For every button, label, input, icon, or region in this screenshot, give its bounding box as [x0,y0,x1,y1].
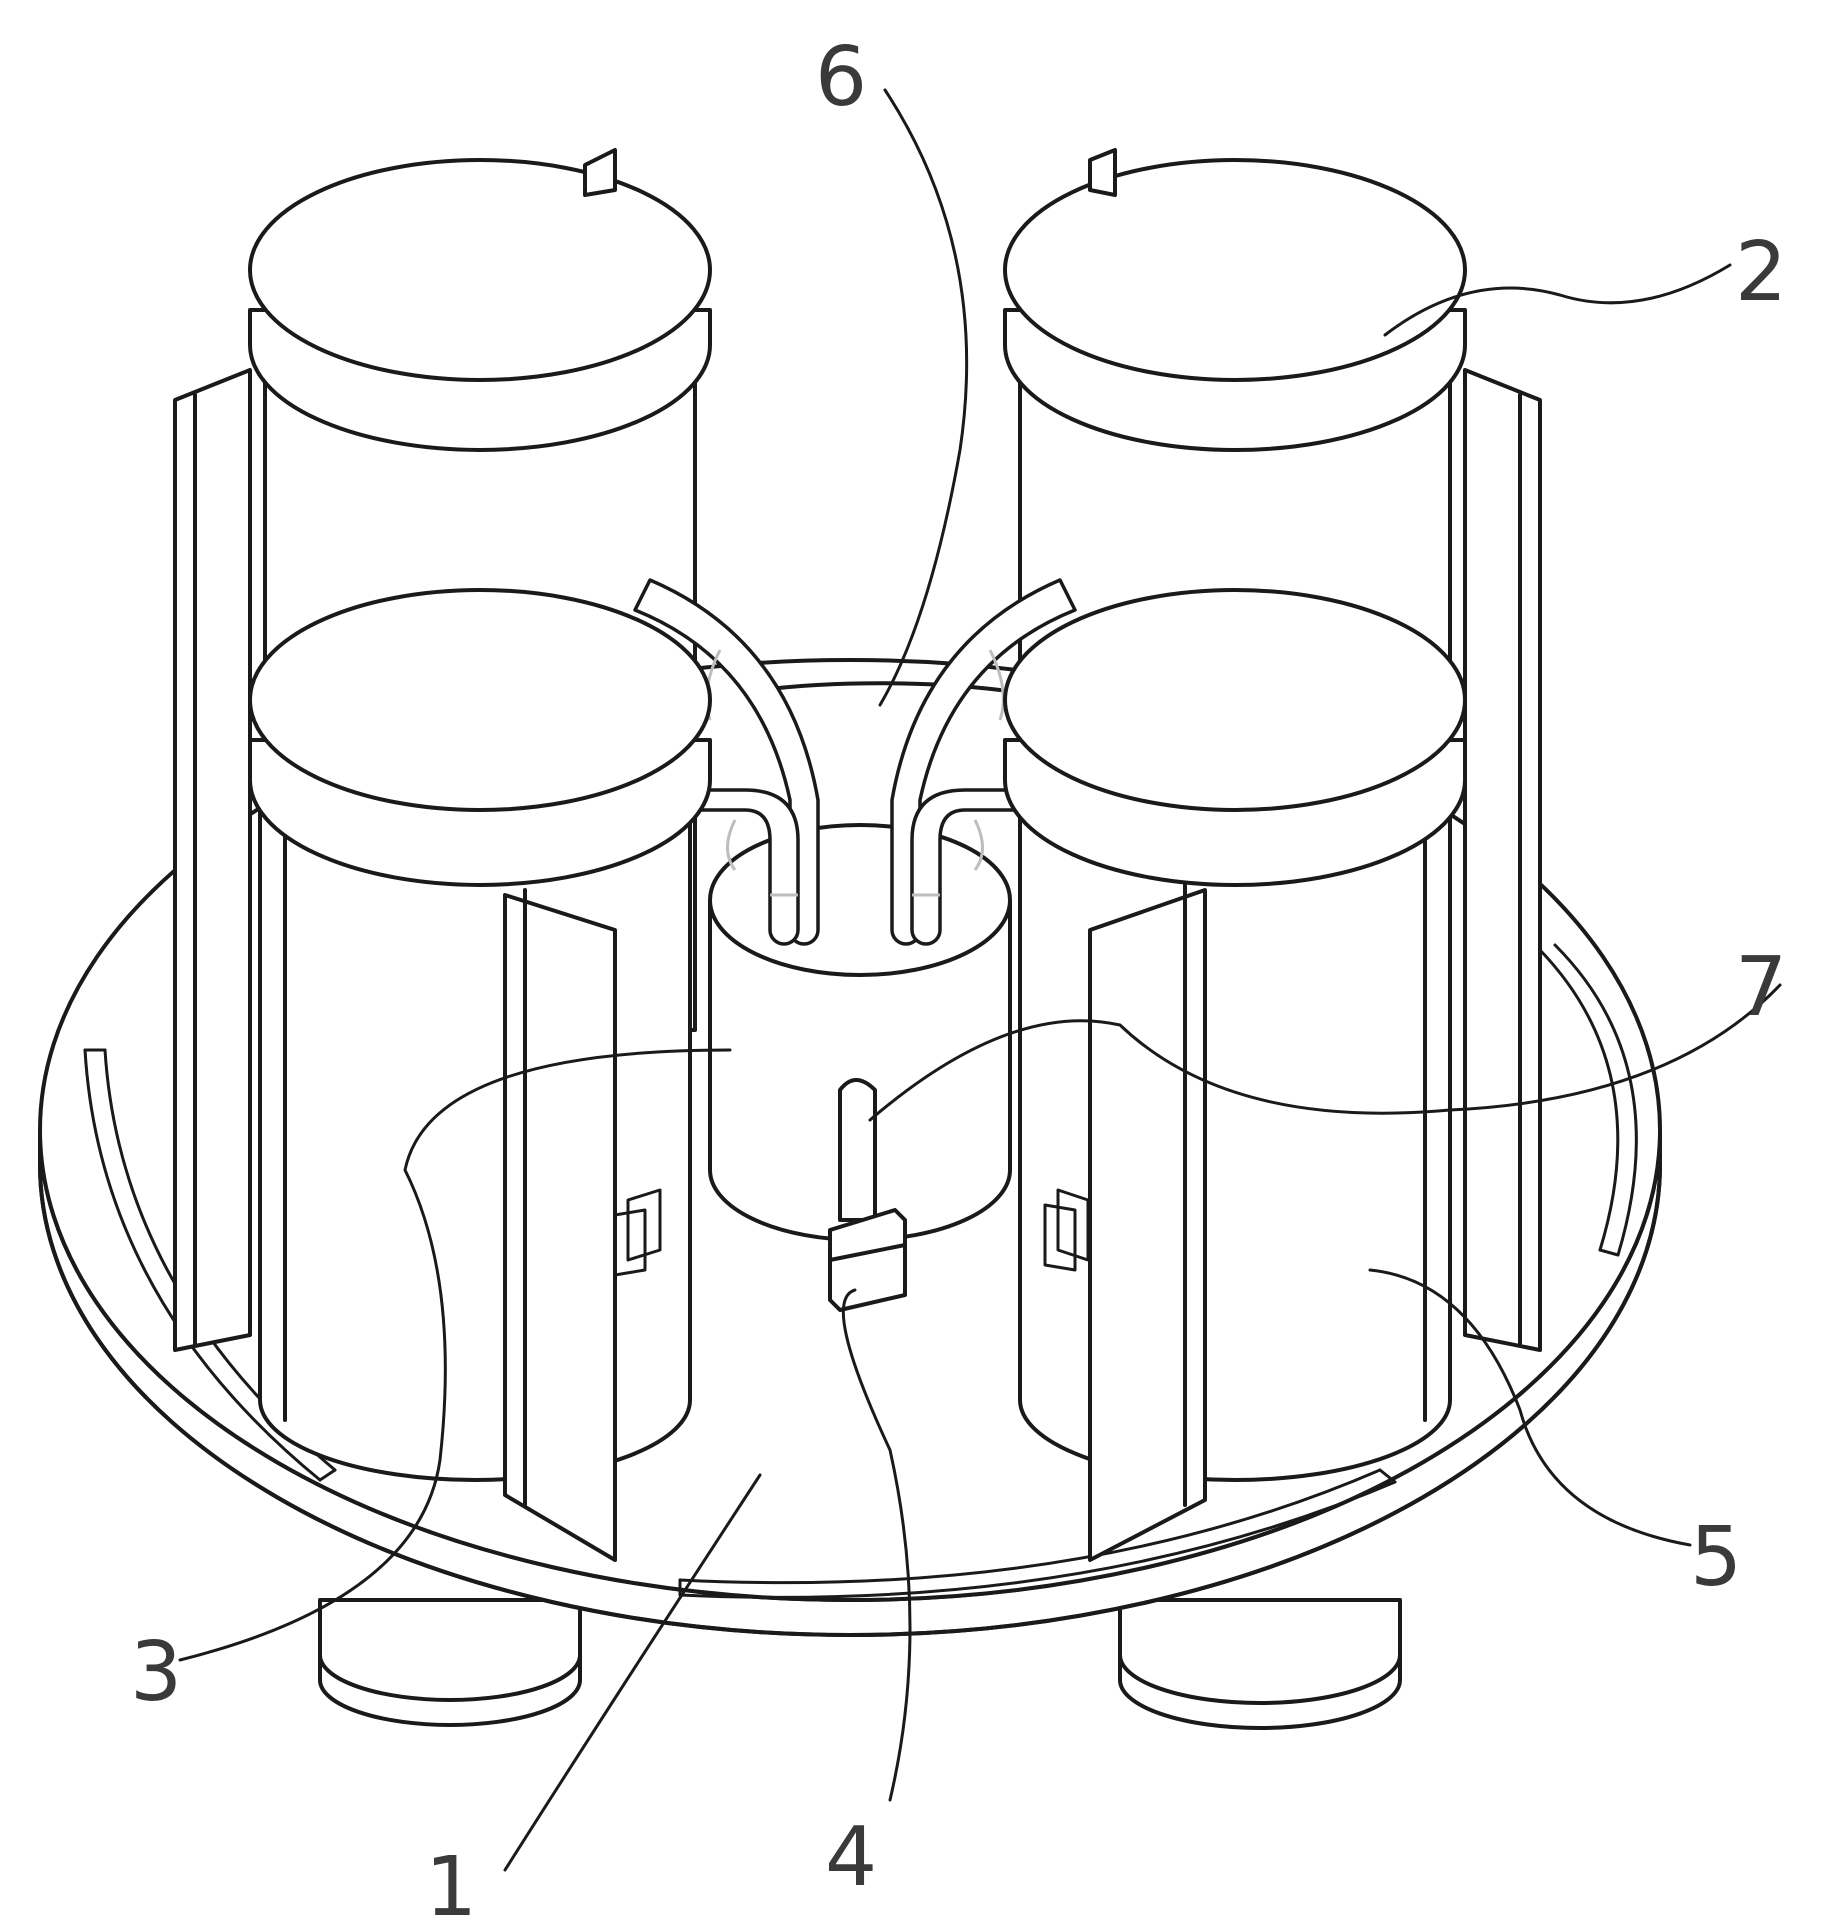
label-3: 3 [130,1625,182,1720]
base-feet [318,1598,1402,1730]
label-7: 7 [1735,940,1787,1035]
label-2: 2 [1735,225,1787,320]
connecting-pipes [633,578,1077,946]
label-4: 4 [825,1810,877,1905]
label-6: 6 [815,30,867,125]
reference-numerals: 6 2 7 5 3 1 4 [130,30,1787,1931]
valve-control [828,1078,907,1312]
label-1: 1 [425,1840,477,1931]
label-5: 5 [1690,1510,1742,1605]
front-right-canister [1003,588,1467,1562]
arc-guide-slots [83,943,1638,1599]
leader-lines [178,88,1782,1872]
front-left-canister [248,588,712,1562]
